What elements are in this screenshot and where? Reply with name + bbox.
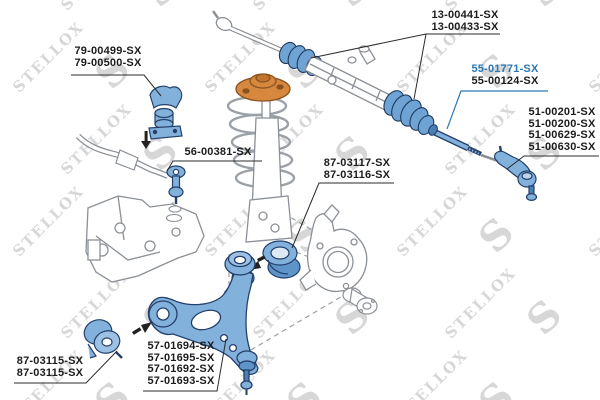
strut-lower-bracket (245, 195, 293, 243)
control-arm-ball-joint (236, 350, 258, 395)
wheel-bearing (262, 240, 301, 279)
strut-body (245, 99, 293, 243)
install-arrow-down-icon (141, 131, 151, 149)
leader-79 (71, 74, 162, 97)
steering-knuckle (299, 204, 368, 293)
part-number-link[interactable]: 55-01771-SX (471, 63, 539, 75)
part-label-group-87a: 87-03117-SX 87-03116-SX (320, 157, 394, 181)
outer-tie-rod-left (212, 10, 282, 53)
part-label-group-87b: 87-03115-SX 87-03115-SX (14, 355, 86, 379)
rack-boot-right (383, 90, 435, 135)
leader-87a (291, 182, 394, 249)
part-label-group-55: 55-01771-SX 55-00124-SX (462, 63, 548, 87)
install-arrow-right-icon (131, 322, 152, 335)
leader-55-highlight (446, 90, 548, 130)
link-washers (165, 205, 183, 223)
inner-tie-rod (428, 124, 482, 157)
leader-13 (310, 33, 500, 100)
leader-51 (506, 155, 599, 170)
wheel-hub (342, 287, 378, 315)
strut-top-mount (235, 73, 291, 102)
stabilizer-bushing (154, 107, 174, 130)
leader-56 (166, 160, 262, 172)
stabilizer-link (166, 165, 186, 204)
part-number: 79-00500-SX (74, 56, 142, 69)
part-label-group-56: 56-00381-SX (174, 146, 262, 159)
part-label-group-57: 57-01694-SX 57-01695-SX 57-01692-SX 57-0… (144, 340, 218, 387)
leader-lines (14, 33, 599, 392)
part-number: 13-00433-SX (431, 20, 499, 33)
part-number: 57-01695-SX (147, 351, 215, 364)
steering-rack-assembly (212, 10, 502, 164)
part-number: 55-00124-SX (471, 74, 539, 87)
part-number: 51-00200-SX (528, 117, 596, 130)
part-number: 57-01693-SX (147, 374, 215, 387)
subframe (85, 195, 205, 283)
part-number: 87-03117-SX (323, 157, 391, 169)
pinion-shaft (347, 45, 376, 65)
leader-57 (143, 338, 227, 392)
tie-rod-end (493, 145, 538, 202)
control-arm-bushing (83, 319, 123, 359)
control-arm (147, 250, 259, 395)
part-number: 51-00630-SX (528, 140, 596, 153)
part-number: 79-00499-SX (74, 45, 142, 57)
part-number: 87-03116-SX (323, 168, 391, 181)
part-number: 57-01692-SX (147, 363, 215, 375)
strut-assembly (226, 73, 296, 243)
part-label-group-13: 13-00441-SX 13-00433-SX (427, 9, 503, 33)
part-label-group-79: 79-00499-SX 79-00500-SX (72, 45, 144, 69)
part-number: 87-03115-SX (16, 366, 84, 379)
part-number: 51-00201-SX (528, 106, 596, 118)
part-number: 56-00381-SX (184, 146, 252, 158)
part-number: 87-03115-SX (16, 355, 84, 367)
part-number: 57-01694-SX (147, 340, 215, 352)
sway-bar-clamp (115, 149, 139, 171)
sway-bar (75, 133, 170, 179)
part-number: 51-00629-SX (528, 129, 596, 141)
part-label-group-51: 51-00201-SX 51-00200-SX 51-00629-SX 51-0… (524, 106, 600, 153)
stabilizer-bushing-clamp (148, 85, 183, 140)
leader-87b (14, 350, 118, 384)
part-number: 13-00441-SX (431, 9, 499, 21)
